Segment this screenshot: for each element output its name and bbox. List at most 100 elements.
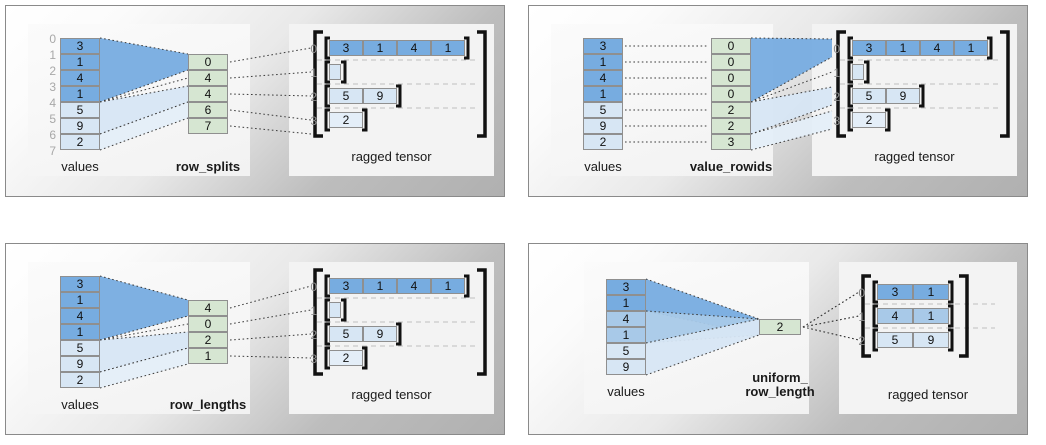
values-cell: 4 <box>583 70 623 86</box>
value-index-label: 3 <box>49 80 56 94</box>
ragged-cell: 4 <box>397 278 431 294</box>
ragged-cell: 9 <box>363 88 397 104</box>
value-index-label: 2 <box>49 64 56 78</box>
encoding-cell: 4 <box>188 300 228 316</box>
encoding-cell: 1 <box>188 348 228 364</box>
ragged-cell: 4 <box>397 40 431 56</box>
values-cell: 2 <box>60 372 100 388</box>
values-cell: 3 <box>583 38 623 54</box>
encoding-caption-row_lengths: row_lengths <box>169 397 247 412</box>
ragged-row-label: 3 <box>310 352 317 366</box>
encoding-cell: 7 <box>188 118 228 134</box>
ragged-caption-row_splits: ragged tensor <box>351 149 432 164</box>
ragged-cell: 4 <box>877 308 913 324</box>
encoding-cell: 0 <box>711 86 751 102</box>
values-cell: 2 <box>583 134 623 150</box>
ragged-row-label: 2 <box>833 90 840 104</box>
ragged-caption-row_lengths: ragged tensor <box>351 387 432 402</box>
value-index-label: 7 <box>49 144 56 158</box>
values-cell: 1 <box>606 295 646 311</box>
ragged-cell: 2 <box>329 112 363 128</box>
values-cell: 4 <box>60 70 100 86</box>
ragged-cell: 9 <box>363 326 397 342</box>
ragged-empty-cell <box>329 64 341 80</box>
values-cell: 4 <box>606 311 646 327</box>
ragged-cell: 9 <box>886 88 920 104</box>
ragged-row-label: 0 <box>858 286 865 300</box>
encoding-cell: 2 <box>188 332 228 348</box>
values-cell: 1 <box>60 324 100 340</box>
ragged-row-label: 0 <box>833 42 840 56</box>
ragged-cell: 9 <box>913 332 949 348</box>
encoding-caption-value_rowids: value_rowids <box>689 159 773 174</box>
ragged-empty-cell <box>329 302 341 318</box>
encoding-cell: 0 <box>188 316 228 332</box>
encoding-cell: 4 <box>188 86 228 102</box>
values-cell: 9 <box>606 359 646 375</box>
encoding-caption-row_splits: row_splits <box>175 159 241 174</box>
values-cell: 4 <box>60 308 100 324</box>
encoding-cell: 0 <box>711 38 751 54</box>
values-cell: 5 <box>60 102 100 118</box>
values-cell: 1 <box>60 86 100 102</box>
ragged-cell: 1 <box>431 40 465 56</box>
values-cell: 1 <box>60 54 100 70</box>
values-cell: 9 <box>60 118 100 134</box>
ragged-cell: 1 <box>913 308 949 324</box>
ragged-row-label: 2 <box>310 90 317 104</box>
values-caption-row_lengths: values <box>61 397 99 412</box>
encoding-cell: 2 <box>711 102 751 118</box>
ragged-cell: 5 <box>329 326 363 342</box>
value-index-label: 6 <box>49 128 56 142</box>
ragged-row-label: 3 <box>833 114 840 128</box>
ragged-cell: 3 <box>852 40 886 56</box>
ragged-row-label: 1 <box>310 66 317 80</box>
ragged-cell: 1 <box>886 40 920 56</box>
encoding-cell: 0 <box>711 70 751 86</box>
ragged-caption-value_rowids: ragged tensor <box>874 149 955 164</box>
ragged-row-label: 2 <box>858 334 865 348</box>
values-caption-row_splits: values <box>61 159 99 174</box>
encoding-cell: 3 <box>711 134 751 150</box>
encoding-cell: 0 <box>711 54 751 70</box>
value-index-label: 0 <box>49 32 56 46</box>
ragged-cell: 5 <box>329 88 363 104</box>
ragged-cell: 1 <box>913 284 949 300</box>
ragged-cell: 5 <box>877 332 913 348</box>
ragged-row-label: 3 <box>310 114 317 128</box>
ragged-cell: 1 <box>363 40 397 56</box>
ragged-row-label: 1 <box>858 310 865 324</box>
values-cell: 9 <box>583 118 623 134</box>
encoding-cell: 2 <box>711 118 751 134</box>
values-cell: 2 <box>60 134 100 150</box>
values-cell: 3 <box>606 279 646 295</box>
values-cell: 5 <box>60 340 100 356</box>
values-cell: 5 <box>606 343 646 359</box>
ragged-cell: 2 <box>329 350 363 366</box>
ragged-row-label: 2 <box>310 328 317 342</box>
values-cell: 1 <box>583 86 623 102</box>
values-cell: 1 <box>60 292 100 308</box>
value-index-label: 5 <box>49 112 56 126</box>
ragged-cell: 3 <box>877 284 913 300</box>
ragged-cell: 2 <box>852 112 886 128</box>
encoding-caption-uniform_row_length: uniform_ row_length <box>745 370 815 399</box>
values-caption-uniform_row_length: values <box>607 384 645 399</box>
values-cell: 9 <box>60 356 100 372</box>
encoding-cell: 4 <box>188 70 228 86</box>
ragged-cell: 1 <box>431 278 465 294</box>
ragged-cell: 1 <box>954 40 988 56</box>
ragged-cell: 1 <box>363 278 397 294</box>
ragged-cell: 3 <box>329 278 363 294</box>
encoding-cell: 2 <box>759 319 801 335</box>
ragged-cell: 3 <box>329 40 363 56</box>
values-caption-value_rowids: values <box>584 159 622 174</box>
ragged-empty-cell <box>852 64 864 80</box>
ragged-row-label: 1 <box>833 66 840 80</box>
values-cell: 3 <box>60 38 100 54</box>
value-index-label: 1 <box>49 48 56 62</box>
